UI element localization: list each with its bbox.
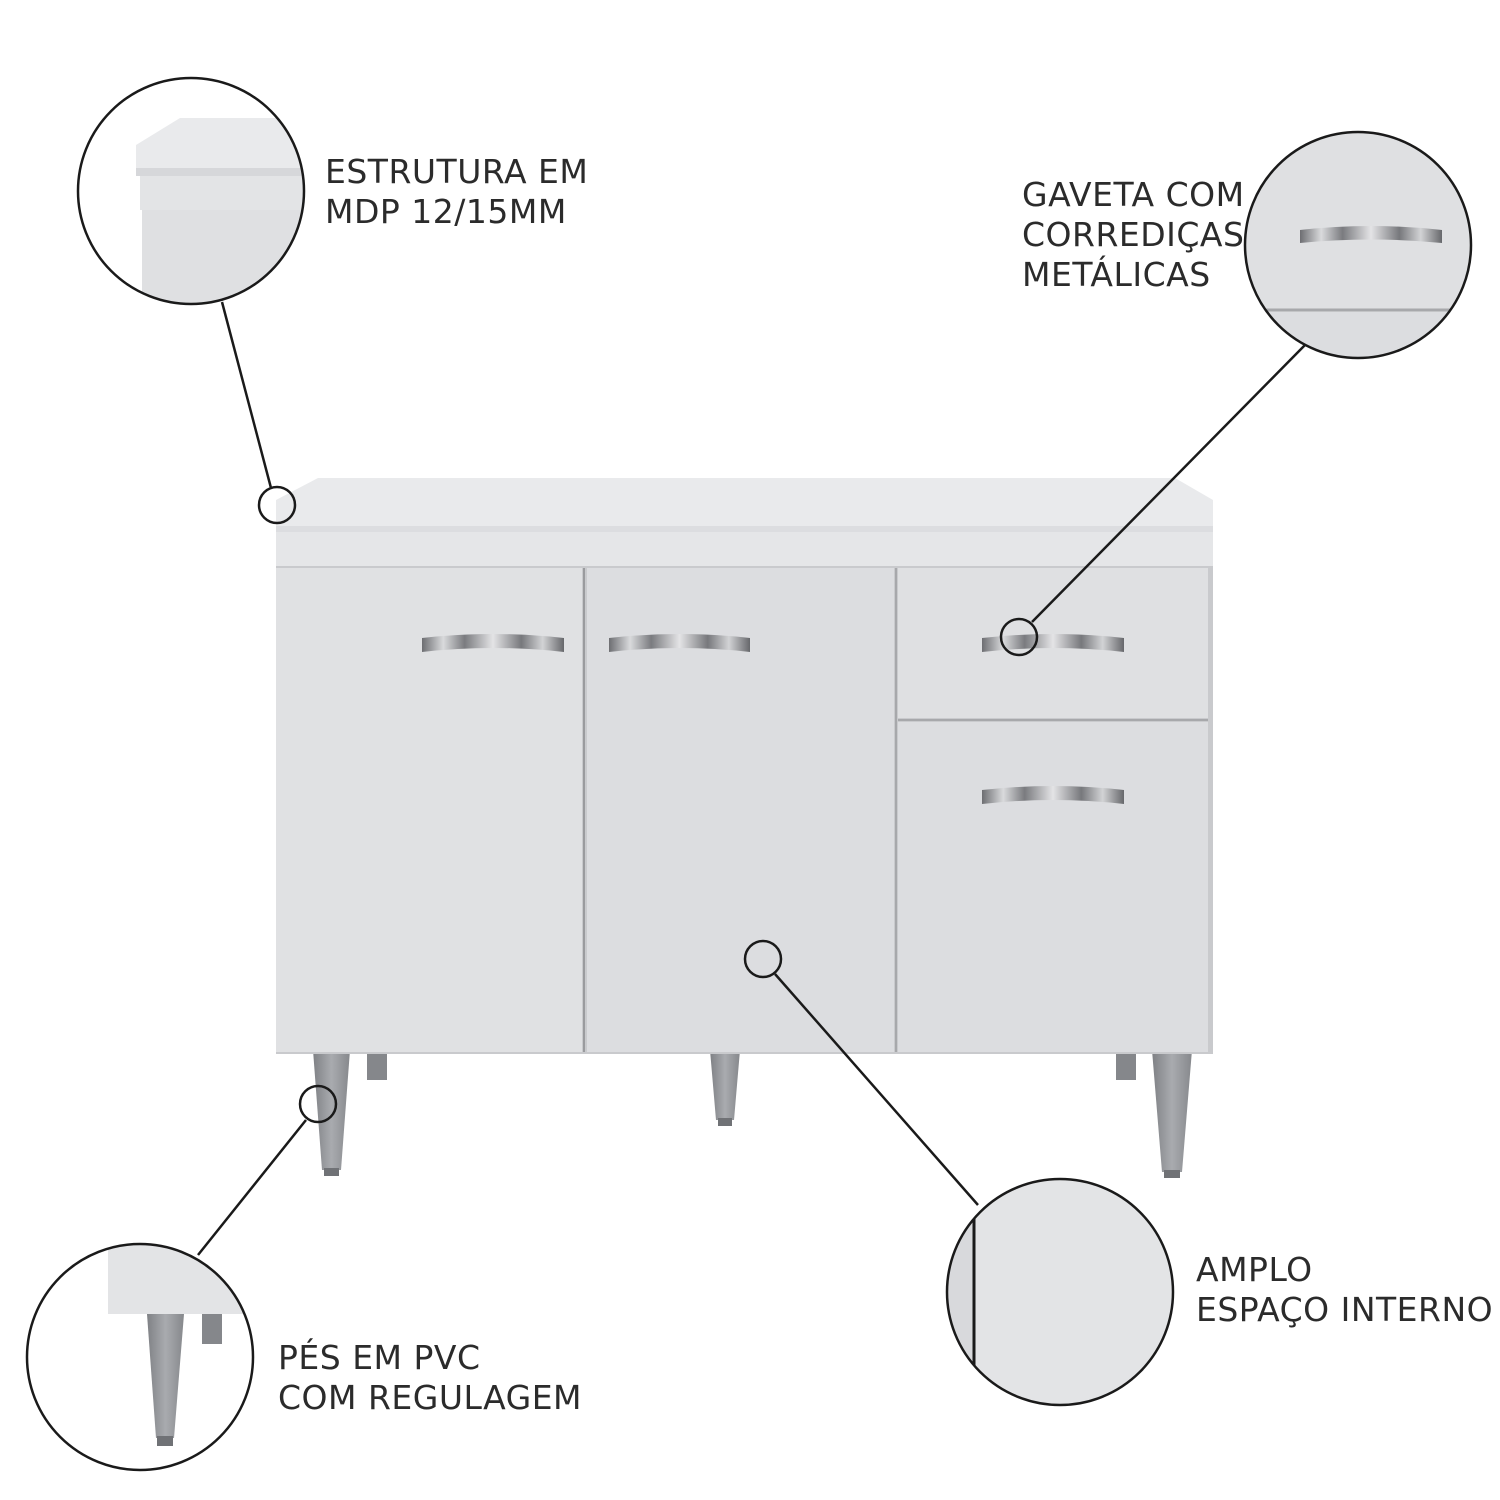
handle-door-center xyxy=(609,634,750,652)
label-estrutura-line2: MDP 12/15MM xyxy=(325,192,567,231)
label-estrutura: ESTRUTURA EM MDP 12/15MM xyxy=(325,152,588,232)
label-gaveta: GAVETA COM CORREDIÇAS METÁLICAS xyxy=(1022,175,1245,295)
cabinet-corner-detail-icon xyxy=(76,76,306,306)
label-gaveta-line1: GAVETA COM xyxy=(1022,175,1245,214)
callouts xyxy=(197,301,1306,1256)
drawer-handle-detail-icon xyxy=(1243,130,1473,360)
back-leg-right xyxy=(1116,1050,1136,1080)
label-espaco-line2: ESPAÇO INTERNO xyxy=(1196,1290,1494,1329)
front-leg-center xyxy=(710,1050,740,1120)
door-right xyxy=(898,722,1208,1052)
label-pes-line2: COM REGULAGEM xyxy=(278,1378,583,1417)
marker-leg xyxy=(298,1084,338,1124)
leg-detail-icon xyxy=(25,1242,255,1472)
marker-interior xyxy=(743,939,783,979)
front-leg-right xyxy=(1152,1050,1192,1172)
label-gaveta-line3: METÁLICAS xyxy=(1022,255,1211,294)
marker-drawer-handle xyxy=(999,617,1039,657)
kitchen-cabinet xyxy=(276,478,1213,1178)
label-gaveta-line2: CORREDIÇAS xyxy=(1022,215,1245,254)
label-pes: PÉS EM PVC COM REGULAGEM xyxy=(278,1338,582,1418)
label-espaco-line1: AMPLO xyxy=(1196,1250,1313,1289)
label-estrutura-line1: ESTRUTURA EM xyxy=(325,152,589,191)
front-leg-left xyxy=(313,1050,350,1170)
back-leg-left xyxy=(367,1050,387,1080)
marker-top-corner xyxy=(257,485,297,525)
label-pes-line1: PÉS EM PVC xyxy=(278,1338,481,1377)
handle-drawer xyxy=(982,634,1124,652)
cabinet-apron xyxy=(276,532,1213,566)
door-gap-detail-icon xyxy=(945,1177,1175,1407)
cabinet-top xyxy=(276,478,1213,528)
handle-door-left xyxy=(422,634,564,652)
label-espaco: AMPLO ESPAÇO INTERNO xyxy=(1196,1250,1493,1330)
handle-door-right xyxy=(982,786,1124,804)
